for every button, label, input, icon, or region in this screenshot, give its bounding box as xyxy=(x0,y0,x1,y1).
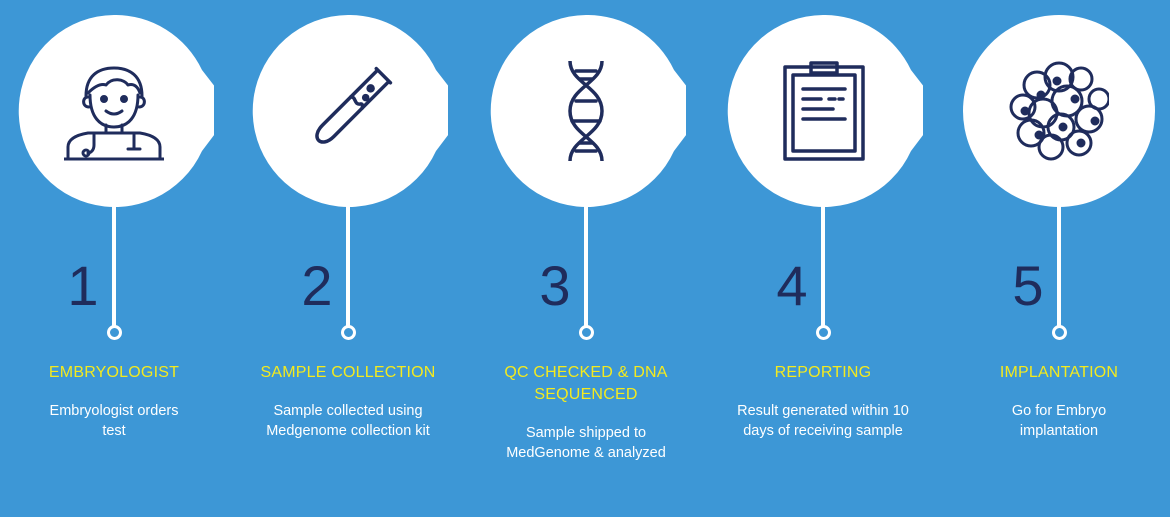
step-5-number: 5 xyxy=(1012,254,1044,317)
step-3-stem xyxy=(584,205,588,329)
clipboard-icon xyxy=(783,61,865,161)
step-4-dot xyxy=(816,325,831,340)
speech-circle-shape xyxy=(727,15,923,207)
step-1-stem xyxy=(112,205,116,329)
step-1-number: 1 xyxy=(67,254,99,317)
embryo-cells-icon xyxy=(1009,61,1109,161)
step-2: 2 SAMPLE COLLECTION Sample collected usi… xyxy=(234,0,468,517)
step-4-number: 4 xyxy=(776,254,808,317)
step-5: 5 IMPLANTATION Go for Embryo implantatio… xyxy=(945,0,1170,517)
step-3-dot xyxy=(579,325,594,340)
step-5-description: Go for Embryo implantation xyxy=(1011,403,1107,439)
step-1: 1 EMBRYOLOGIST Embryologist orders test xyxy=(0,0,234,517)
step-3-number: 3 xyxy=(539,254,571,317)
step-4-description: Result generated within 10 days of recei… xyxy=(737,403,909,439)
step-1-description: Embryologist orders test xyxy=(49,403,179,439)
step-3-bubble xyxy=(486,15,686,208)
step-1-dot xyxy=(107,325,122,340)
step-1-title: EMBRYOLOGIST xyxy=(48,364,180,381)
step-4-stem xyxy=(821,205,825,329)
step-3-description: Sample shipped to MedGenome & analyzed xyxy=(506,425,666,461)
step-2-title: SAMPLE COLLECTION xyxy=(260,364,436,381)
step-5-stem xyxy=(1057,205,1061,329)
speech-circle-shape xyxy=(963,15,1155,207)
dna-icon xyxy=(568,61,604,161)
step-5-bubble xyxy=(959,15,1159,208)
step-2-number: 2 xyxy=(301,254,333,317)
step-4-title: REPORTING xyxy=(774,364,872,381)
step-4-bubble xyxy=(723,15,923,208)
step-1-bubble xyxy=(14,15,214,208)
step-3-title: QC CHECKED & DNA SEQUENCED xyxy=(504,364,668,403)
step-3: 3 QC CHECKED & DNA SEQUENCED Sample ship… xyxy=(472,0,706,517)
step-5-title: IMPLANTATION xyxy=(999,364,1119,381)
test-tube-icon xyxy=(315,66,393,144)
step-2-description: Sample collected using Medgenome collect… xyxy=(266,403,430,439)
step-2-stem xyxy=(346,205,350,329)
step-2-bubble xyxy=(248,15,448,208)
speech-circle-shape xyxy=(490,15,686,207)
doctor-icon xyxy=(64,66,164,161)
step-2-dot xyxy=(341,325,356,340)
speech-circle-shape xyxy=(252,15,448,207)
step-4: 4 REPORTING Result generated within 10 d… xyxy=(709,0,943,517)
step-5-dot xyxy=(1052,325,1067,340)
